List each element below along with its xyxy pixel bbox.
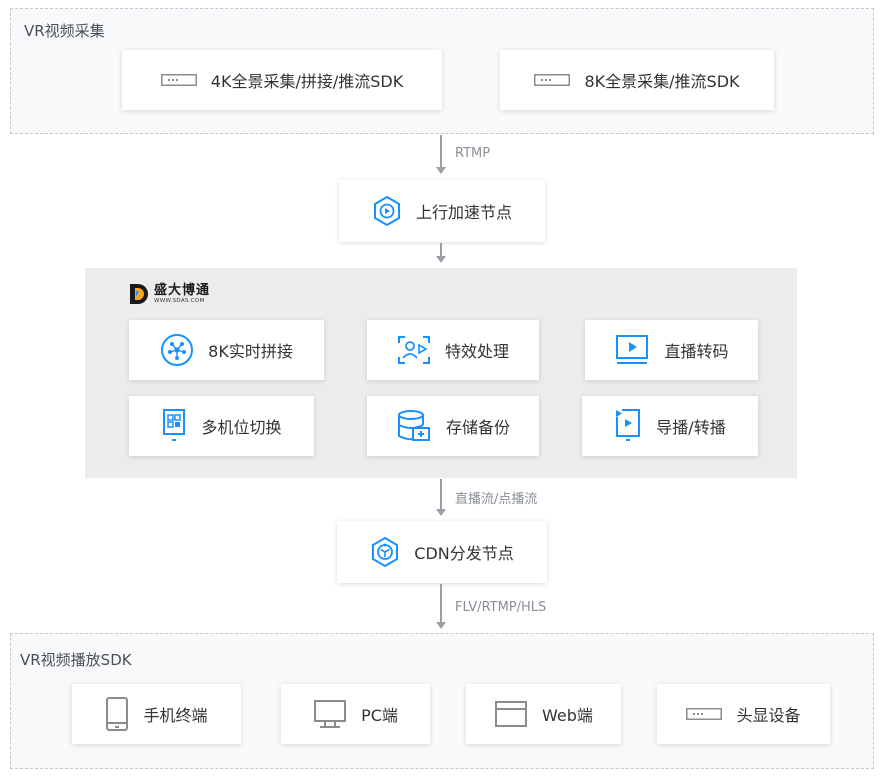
arrow-down-icon (436, 256, 446, 263)
upstream-node-label: 上行加速节点 (415, 203, 512, 222)
camera-switch-icon (161, 408, 187, 444)
connector-label-protocols: FLV/RTMP/HLS (455, 600, 547, 615)
service-transcode[interactable]: 直播转码 (585, 320, 758, 380)
service-transcode-label: 直播转码 (664, 342, 729, 361)
playback-group-title: VR视频播放SDK (20, 651, 132, 669)
connector-label-rtmp: RTMP (455, 146, 491, 161)
capture-8k-label: 8K全景采集/推流SDK (584, 72, 740, 91)
browser-icon (494, 700, 528, 728)
face-scan-icon (397, 335, 431, 365)
capture-8k-card[interactable]: 8K全景采集/推流SDK (500, 50, 774, 110)
monitor-icon (313, 699, 347, 729)
brand-url: WWW.SDAS.COM (154, 297, 205, 304)
headset-icon (686, 708, 723, 720)
upstream-node-card[interactable]: 上行加速节点 (339, 180, 545, 242)
video-transcode-icon (614, 334, 650, 366)
connector-line-rtmp (440, 135, 442, 167)
database-icon (396, 409, 432, 443)
service-multicam-label: 多机位切换 (201, 418, 282, 437)
stitch-network-icon (160, 333, 194, 367)
service-8k-stitch-label: 8K实时拼接 (208, 342, 293, 361)
playback-mobile[interactable]: 手机终端 (72, 684, 241, 744)
service-multicam[interactable]: 多机位切换 (129, 396, 314, 456)
service-effects-label: 特效处理 (444, 342, 509, 361)
hexagon-cube-icon (370, 536, 400, 568)
service-8k-stitch[interactable]: 8K实时拼接 (129, 320, 324, 380)
service-broadcast-label: 导播/转播 (656, 418, 726, 437)
capture-device-icon (160, 74, 197, 86)
capture-group-title: VR视频采集 (24, 22, 105, 40)
mobile-icon (105, 696, 129, 732)
arrow-down-icon (436, 622, 446, 629)
connector-line-upstream (440, 243, 442, 256)
playback-headset[interactable]: 头显设备 (657, 684, 830, 744)
cdn-node-label: CDN分发节点 (414, 544, 514, 563)
capture-4k-label: 4K全景采集/拼接/推流SDK (210, 72, 404, 91)
playback-headset-label: 头显设备 (736, 706, 801, 725)
service-storage[interactable]: 存储备份 (367, 396, 539, 456)
connector-line-live-vod (440, 479, 442, 509)
arrow-down-icon (436, 167, 446, 174)
brand-logo-icon (130, 284, 148, 304)
cdn-node-card[interactable]: CDN分发节点 (337, 521, 547, 583)
hexagon-play-icon (372, 195, 402, 227)
playback-mobile-label: 手机终端 (143, 706, 208, 725)
service-broadcast[interactable]: 导播/转播 (582, 396, 758, 456)
arrow-down-icon (436, 509, 446, 516)
capture-4k-card[interactable]: 4K全景采集/拼接/推流SDK (122, 50, 442, 110)
broadcast-icon (614, 408, 642, 444)
playback-pc-label: PC端 (361, 706, 398, 725)
playback-web-label: Web端 (542, 706, 593, 725)
brand-logo: 盛大博通 WWW.SDAS.COM (128, 282, 210, 306)
connector-label-live-vod: 直播流/点播流 (455, 492, 538, 507)
connector-line-protocols (440, 584, 442, 622)
playback-pc[interactable]: PC端 (281, 684, 430, 744)
brand-name: 盛大博通 (154, 282, 211, 298)
playback-web[interactable]: Web端 (466, 684, 621, 744)
service-effects[interactable]: 特效处理 (367, 320, 539, 380)
capture-device-icon (534, 74, 571, 86)
service-storage-label: 存储备份 (445, 418, 510, 437)
